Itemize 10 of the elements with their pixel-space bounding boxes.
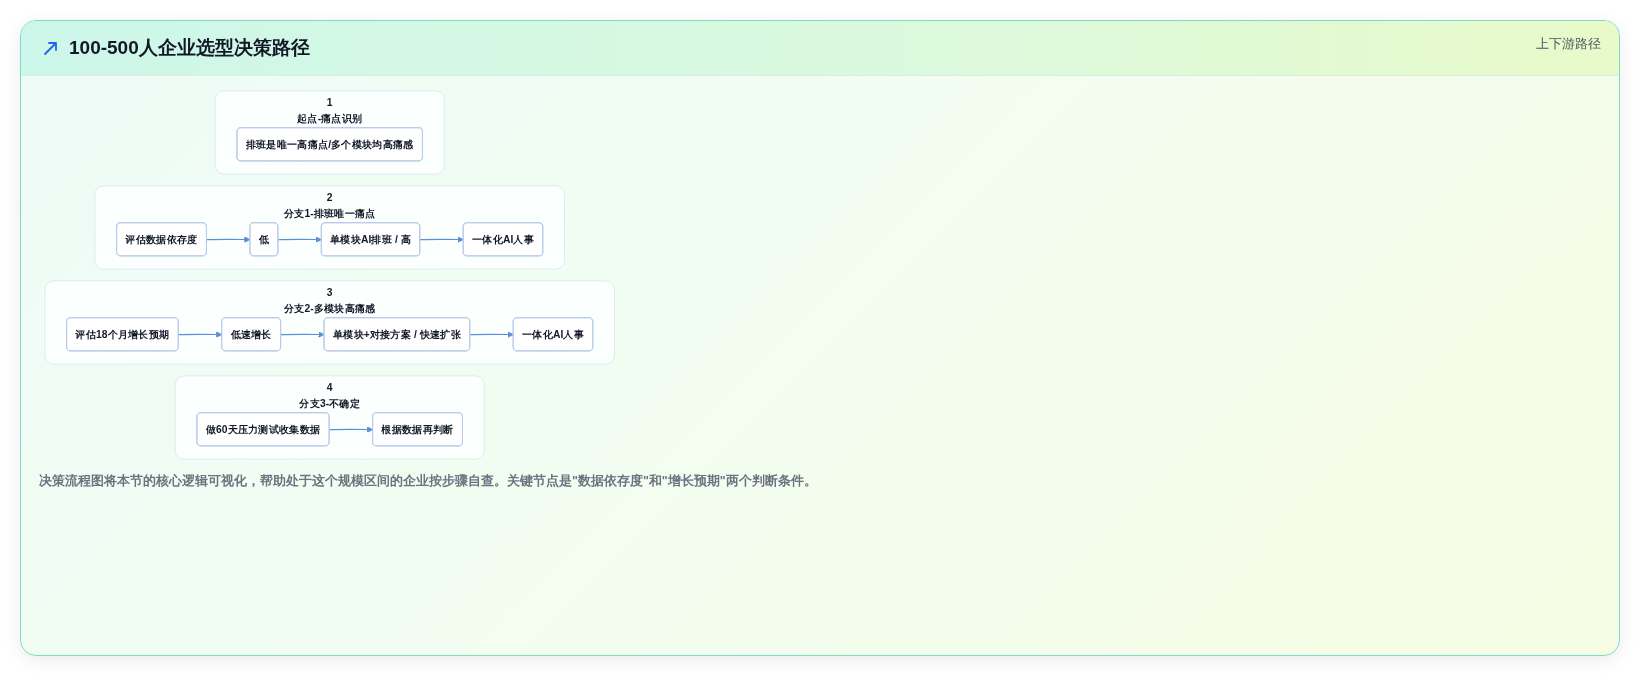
diagram-title: 100-500人企业选型决策路径 xyxy=(69,36,310,60)
arrow xyxy=(206,236,251,243)
arrow xyxy=(469,331,514,338)
arrow xyxy=(328,426,374,433)
arrow xyxy=(277,236,322,243)
arrow xyxy=(280,331,325,338)
header-note: 上下游路径 xyxy=(1536,36,1601,51)
arrow xyxy=(419,236,464,243)
arrow xyxy=(178,331,223,338)
caption: 决策流程图将本节的核心逻辑可视化，帮助处于这个规模区间的企业按步骤自查。关键节点是"数据依存度"和"增长预期"两个判断条件。 xyxy=(39,473,817,490)
